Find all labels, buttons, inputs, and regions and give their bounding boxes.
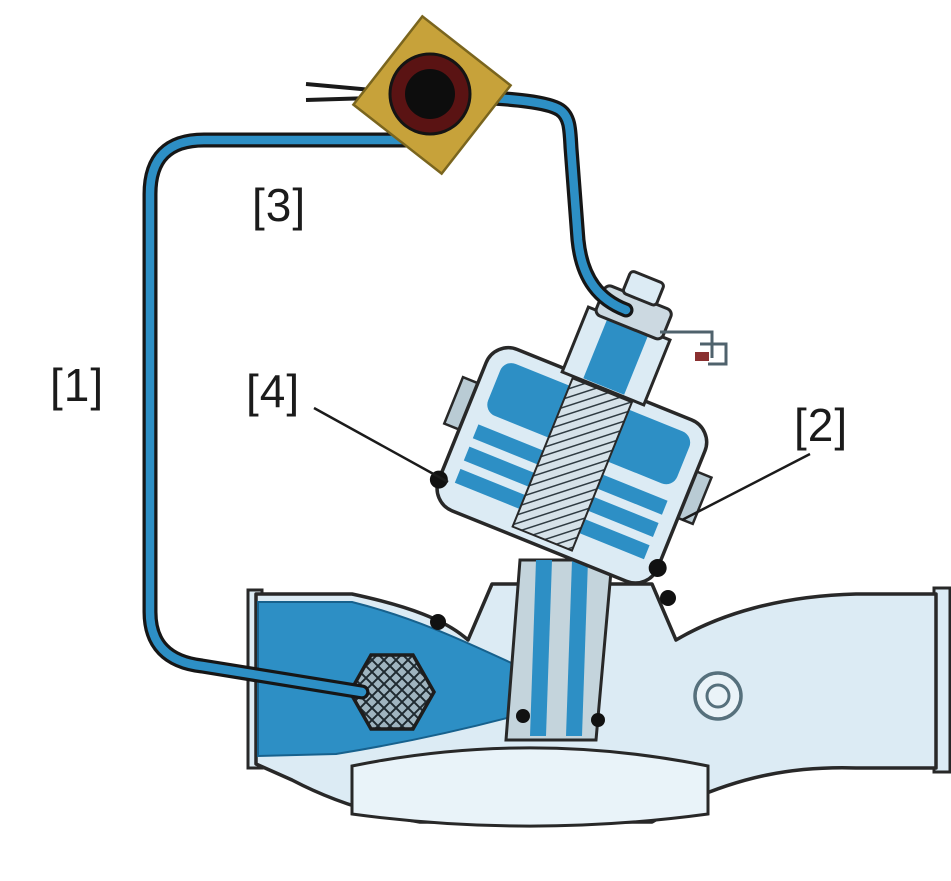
callout-leaders xyxy=(313,406,811,522)
leader-line-2 xyxy=(681,452,811,522)
solenoid-pilot xyxy=(305,14,513,176)
bonnet-nut xyxy=(621,270,665,307)
pilot-bonnet xyxy=(429,270,714,585)
stem-channel-left xyxy=(530,560,552,736)
tube-right-outline xyxy=(454,88,634,318)
bonnet-brackets xyxy=(660,330,728,366)
stem-channel-right xyxy=(566,560,588,736)
tube-right xyxy=(457,91,631,315)
pilot-inlet-channel xyxy=(583,317,649,395)
strainer-hex xyxy=(347,653,437,731)
seal-oring xyxy=(516,709,530,723)
outlet-port-inner-circle xyxy=(705,683,731,709)
callout-label-2: [2] xyxy=(794,399,849,451)
solenoid-core xyxy=(405,69,455,119)
callout-label-4: [4] xyxy=(246,365,301,417)
pilot-tubing xyxy=(142,88,634,700)
valve-body xyxy=(246,558,951,828)
seal-oring xyxy=(591,713,605,727)
tube-left xyxy=(145,135,425,697)
leader-line-4 xyxy=(313,406,449,484)
seal-oring xyxy=(430,614,446,630)
seal-oring xyxy=(660,590,676,606)
adjustment-spring xyxy=(511,376,634,552)
indicator-mark xyxy=(695,352,709,361)
bottom-plug xyxy=(350,746,710,828)
callout-label-1: [1] xyxy=(50,359,105,411)
bracket-line xyxy=(700,342,728,366)
bracket-line xyxy=(660,330,714,358)
outlet-port-circle xyxy=(693,671,743,721)
callout-label-3: [3] xyxy=(252,179,307,231)
valve-stem xyxy=(504,558,614,742)
seal-oring xyxy=(648,558,667,577)
